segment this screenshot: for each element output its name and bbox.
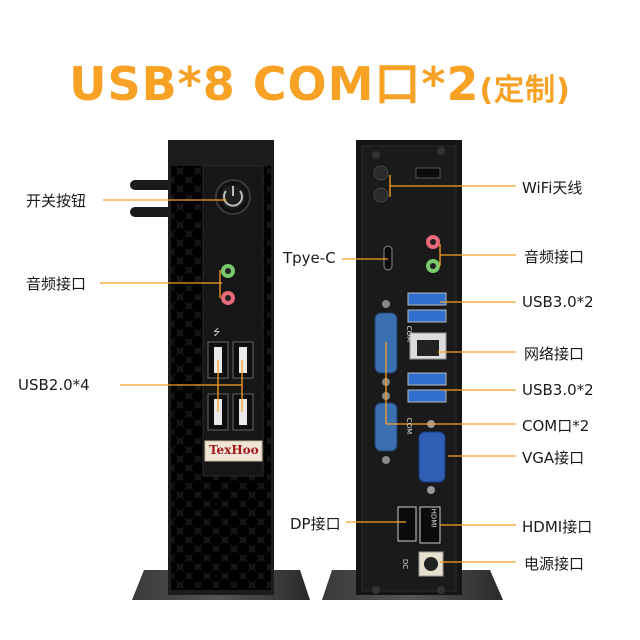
com-marking-2: COM [405,417,414,435]
rear-view [322,140,503,600]
front-view: ⭍ [130,140,310,600]
vga-port [418,431,446,483]
label-typec: Tpye-C [283,249,336,267]
dp-port [397,506,417,542]
label-com: COM口*2 [522,417,590,435]
title-main: USB*8 COM口*2 [69,57,480,111]
typec-port [383,245,393,271]
antenna-bottom [130,207,180,217]
svg-text:⭍: ⭍ [213,327,221,338]
leader-lines [100,175,516,563]
com-marking-1: COM [405,325,414,343]
label-dc-power: 电源接口 [524,555,585,573]
usb3-top-ports [407,292,447,323]
label-wifi: WiFi天线 [522,179,583,197]
brand-logo: TexHoo [209,443,259,457]
label-vga: VGA接口 [522,449,585,467]
label-usb3-top: USB3.0*2 [522,293,594,311]
usb3-bottom-ports [407,372,447,403]
label-dp: DP接口 [290,515,341,533]
page-title: USB*8 COM口*2(定制) [0,48,640,114]
label-usb3-bottom: USB3.0*2 [522,381,594,399]
label-usb2: USB2.0*4 [18,376,90,394]
label-front-audio: 音频接口 [26,275,87,293]
label-lan: 网络接口 [524,345,585,363]
label-rear-audio: 音频接口 [524,248,585,266]
label-hdmi: HDMI接口 [522,518,593,536]
wifi-connector-2 [373,187,389,203]
title-suffix: (定制) [479,73,571,108]
label-power-button: 开关按钮 [26,192,87,210]
wifi-connector-1 [373,165,389,181]
hdmi-marking: HDMI [429,508,438,528]
antenna-top [130,180,180,190]
dc-marking: DC [401,558,410,570]
brand-logo-plate [204,440,263,462]
